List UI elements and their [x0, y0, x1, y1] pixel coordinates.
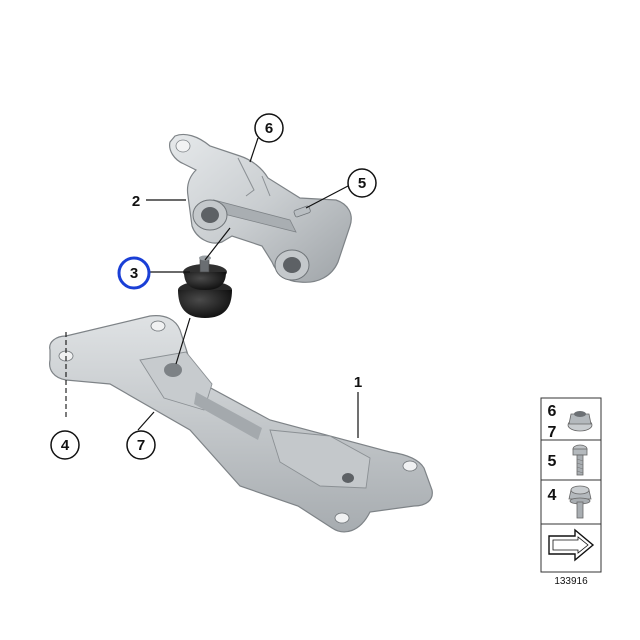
svg-text:2: 2	[132, 193, 140, 210]
callout-2: 2	[132, 193, 140, 210]
callout-7: 7	[126, 430, 156, 460]
leader-line-5	[305, 185, 349, 209]
svg-text:3: 3	[130, 265, 138, 282]
callout-6: 6	[254, 113, 284, 143]
legend-label-7: 7	[548, 424, 557, 441]
hex-bolt-icon	[568, 485, 592, 519]
legend-label-4: 4	[548, 487, 557, 504]
reference-number: 133916	[554, 576, 588, 587]
callout-3-highlighted: 3	[117, 256, 151, 290]
bracket-bolt-part	[293, 205, 311, 218]
callout-4: 4	[50, 430, 80, 460]
callout-1: 1	[354, 374, 362, 391]
direction-arrow-icon	[548, 528, 595, 562]
fastener-legend: 6 7 5 4	[540, 397, 602, 573]
svg-text:4: 4	[61, 437, 70, 454]
leader-line-7	[137, 411, 155, 431]
bolt-icon	[572, 444, 588, 476]
rubber-mount-part	[178, 255, 232, 318]
flange-nut-icon	[567, 411, 593, 432]
svg-text:7: 7	[137, 437, 145, 454]
leader-line-3-shaft	[204, 227, 231, 261]
transmission-bracket-part	[169, 133, 352, 283]
legend-label-6: 6	[548, 403, 557, 420]
leader-line-mount-pin	[175, 317, 191, 365]
crossmember-part	[49, 315, 433, 533]
svg-text:5: 5	[358, 175, 366, 192]
callout-5: 5	[347, 168, 377, 198]
svg-text:6: 6	[265, 120, 273, 137]
leader-line-6	[249, 137, 259, 163]
legend-label-5: 5	[548, 453, 557, 470]
svg-text:1: 1	[354, 374, 362, 391]
